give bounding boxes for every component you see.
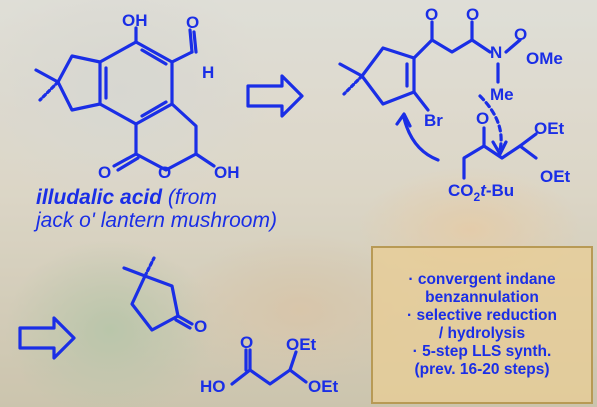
highlight-line: · 5-step LLS synth.: [412, 343, 552, 360]
dashed-curved-arrow: [478, 94, 503, 152]
highlight-line: benzannulation: [425, 289, 539, 306]
atom-label: O: [514, 25, 527, 44]
atom-label: OMe: [526, 49, 563, 68]
atom-label: O: [240, 333, 253, 352]
dimethylcyclopentanone-structure: [122, 256, 194, 332]
atom-label: OEt: [286, 335, 317, 354]
bromo-cyclopentene-fragment: [338, 20, 522, 112]
atom-label: O: [194, 317, 207, 336]
atom-label: H: [202, 63, 214, 82]
atom-label: O: [466, 5, 479, 24]
ester-label: CO2t-Bu: [448, 181, 514, 204]
atom-label: OEt: [308, 377, 339, 396]
highlight-line: / hydrolysis: [438, 325, 526, 342]
highlights-box: · convergent indane benzannulation · sel…: [371, 246, 593, 404]
atom-label: OH: [122, 11, 148, 30]
atom-label: OEt: [534, 119, 565, 138]
atom-label: HO: [200, 377, 226, 396]
atom-label: Br: [424, 111, 443, 130]
retro-arrow-top: [246, 74, 304, 118]
atom-label: O: [476, 109, 489, 128]
atom-label: O: [186, 13, 199, 32]
atom-label: OH: [214, 163, 240, 182]
compound-source-line-2: jack o' lantern mushroom): [36, 209, 277, 232]
ketoester-fragment: [462, 126, 538, 180]
curved-arrow: [402, 116, 440, 162]
diethoxypropanoic-acid-structure: [230, 348, 308, 386]
highlight-line: (prev. 16-20 steps): [414, 361, 550, 378]
atom-label: Me: [490, 85, 514, 104]
highlight-line: · convergent indane: [408, 271, 556, 288]
atom-label: O: [98, 163, 111, 182]
highlight-line: · selective reduction: [407, 307, 557, 324]
illudalic-acid-structure: [34, 26, 216, 172]
atom-label: O: [158, 163, 171, 182]
atom-label: O: [425, 5, 438, 24]
retro-arrow-bottom: [18, 316, 76, 360]
compound-source: (from: [162, 186, 217, 209]
atom-label: OEt: [540, 167, 571, 186]
atom-label: N: [490, 43, 502, 62]
compound-name: illudalic acid: [36, 186, 163, 209]
compound-caption: illudalic acid (from jack o' lantern mus…: [36, 186, 277, 232]
